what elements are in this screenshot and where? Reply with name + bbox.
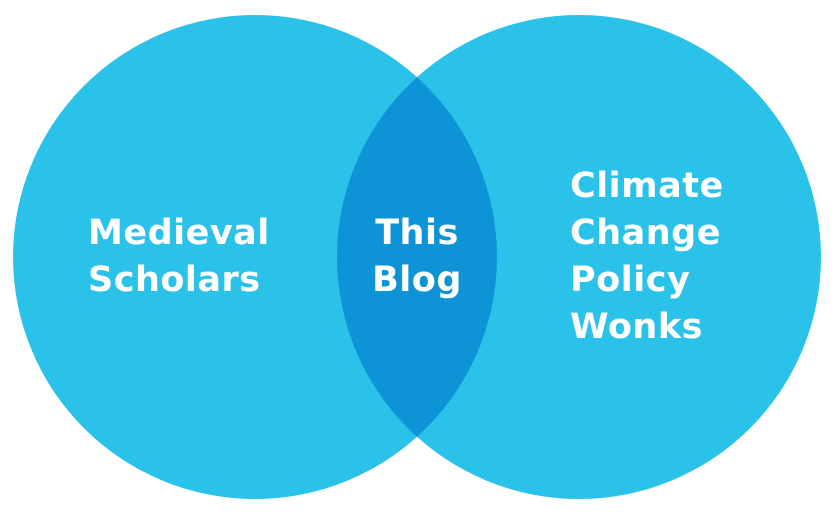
right-set-label: Climate Change Policy Wonks (570, 163, 724, 351)
left-set-label: Medieval Scholars (88, 210, 270, 304)
label-line: Climate (570, 166, 724, 206)
label-line: This (375, 213, 459, 253)
label-line: Medieval (88, 213, 270, 253)
label-line: Policy (570, 260, 691, 300)
intersection-label: This Blog (337, 210, 497, 304)
label-line: Wonks (570, 307, 703, 347)
label-line: Blog (372, 260, 462, 300)
intersection-lens (336, 77, 498, 437)
label-line: Scholars (88, 260, 261, 300)
label-line: Change (570, 213, 721, 253)
